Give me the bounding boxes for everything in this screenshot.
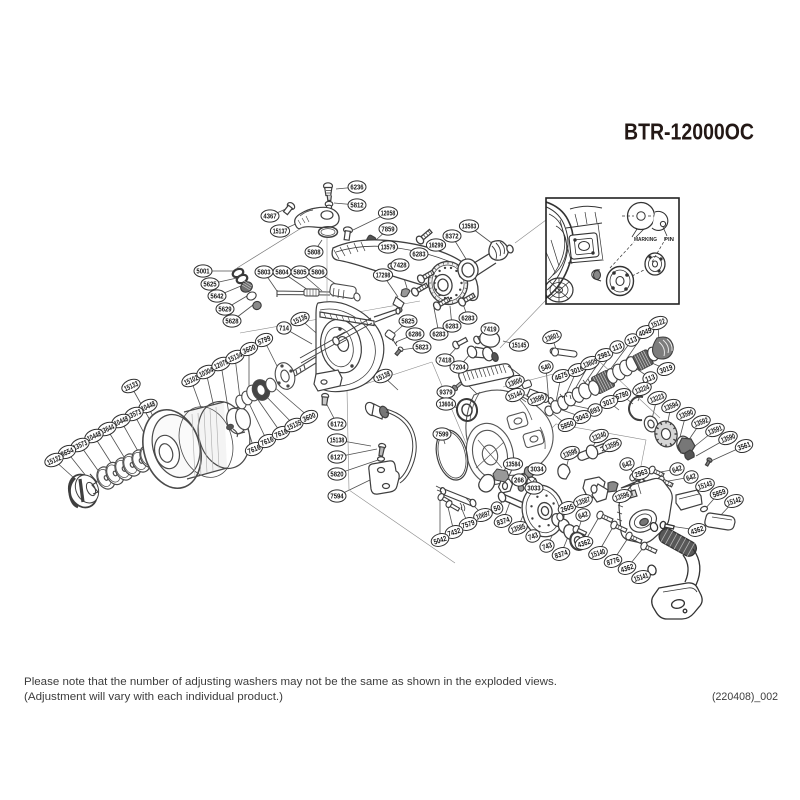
svg-text:113: 113: [626, 334, 638, 346]
svg-text:2963: 2963: [633, 467, 648, 480]
svg-text:3043: 3043: [574, 411, 589, 424]
svg-text:6286: 6286: [408, 330, 421, 339]
svg-text:(Adjustment will vary with eac: (Adjustment will vary with each individu…: [24, 691, 283, 703]
svg-text:MARKING: MARKING: [634, 237, 657, 243]
svg-text:15140: 15140: [590, 547, 607, 560]
svg-text:5805: 5805: [293, 268, 307, 277]
svg-text:5850: 5850: [559, 419, 574, 432]
svg-text:7579: 7579: [460, 518, 475, 531]
svg-text:4362: 4362: [689, 524, 704, 537]
svg-text:5001: 5001: [196, 267, 210, 276]
svg-text:642: 642: [685, 471, 697, 483]
svg-text:3017: 3017: [601, 396, 616, 409]
svg-text:540: 540: [540, 361, 552, 373]
svg-text:642: 642: [671, 463, 683, 475]
svg-text:7599: 7599: [435, 430, 448, 439]
svg-text:9379: 9379: [439, 388, 452, 397]
svg-text:6283: 6283: [412, 250, 425, 259]
svg-text:PIN: PIN: [664, 237, 674, 243]
svg-text:10697: 10697: [475, 509, 492, 522]
svg-text:7859: 7859: [381, 225, 394, 234]
svg-text:13596: 13596: [614, 490, 631, 503]
svg-text:5820: 5820: [330, 470, 343, 479]
svg-text:743: 743: [527, 530, 539, 542]
svg-text:3561: 3561: [736, 439, 752, 452]
svg-text:BTR-12000OC: BTR-12000OC: [624, 119, 754, 145]
svg-text:5625: 5625: [203, 280, 217, 289]
svg-text:13587: 13587: [575, 495, 592, 508]
svg-text:8776: 8776: [605, 555, 620, 568]
svg-text:5042: 5042: [432, 534, 447, 547]
svg-text:13583: 13583: [462, 222, 477, 231]
svg-text:6283: 6283: [445, 322, 458, 331]
svg-text:7204: 7204: [452, 363, 466, 372]
svg-text:3019: 3019: [658, 363, 673, 376]
svg-text:4362: 4362: [576, 537, 591, 550]
svg-text:2605: 2605: [559, 502, 575, 515]
svg-text:5812: 5812: [350, 201, 363, 210]
svg-text:8374: 8374: [553, 548, 569, 561]
svg-text:743: 743: [541, 540, 553, 552]
svg-text:8374: 8374: [495, 515, 511, 528]
svg-text:4367: 4367: [263, 212, 276, 221]
svg-text:13584: 13584: [506, 460, 521, 469]
svg-text:5803: 5803: [257, 268, 270, 277]
svg-text:5859: 5859: [711, 487, 726, 500]
svg-text:7594: 7594: [330, 492, 344, 501]
svg-text:2981: 2981: [596, 348, 612, 361]
svg-text:266: 266: [514, 476, 524, 485]
svg-text:6236: 6236: [350, 183, 363, 192]
svg-text:714: 714: [279, 324, 290, 333]
svg-text:6283: 6283: [432, 330, 445, 339]
svg-text:7428: 7428: [393, 261, 406, 270]
svg-text:15141: 15141: [633, 570, 650, 583]
svg-text:7418: 7418: [438, 356, 451, 365]
svg-text:12058: 12058: [381, 209, 396, 218]
svg-text:113: 113: [611, 341, 623, 353]
svg-text:5804: 5804: [275, 268, 289, 277]
svg-text:(220408)_002: (220408)_002: [712, 691, 778, 703]
svg-text:15138: 15138: [330, 436, 345, 445]
svg-text:5823: 5823: [415, 343, 428, 352]
svg-text:13579: 13579: [381, 243, 396, 252]
svg-text:6780: 6780: [614, 389, 629, 402]
svg-text:642: 642: [577, 509, 589, 521]
svg-text:15145: 15145: [512, 341, 527, 350]
svg-text:13604: 13604: [439, 400, 454, 409]
svg-text:3033: 3033: [527, 484, 540, 493]
svg-text:113: 113: [644, 372, 656, 384]
svg-text:15137: 15137: [273, 227, 288, 236]
svg-text:4049: 4049: [637, 326, 652, 339]
svg-text:642: 642: [621, 458, 633, 470]
svg-text:8372: 8372: [445, 232, 458, 241]
svg-text:5806: 5806: [311, 268, 324, 277]
svg-text:4675: 4675: [553, 369, 569, 382]
svg-text:6172: 6172: [330, 420, 343, 429]
svg-text:5825: 5825: [401, 317, 415, 326]
svg-text:5629: 5629: [218, 305, 231, 314]
svg-text:5628: 5628: [225, 317, 238, 326]
svg-text:15142: 15142: [726, 495, 743, 508]
svg-text:17298: 17298: [376, 271, 391, 280]
svg-text:4362: 4362: [619, 562, 634, 575]
svg-text:5642: 5642: [210, 292, 223, 301]
svg-text:693: 693: [589, 404, 601, 416]
svg-text:5808: 5808: [307, 248, 320, 257]
svg-text:Please note that the number of: Please note that the number of adjusting…: [24, 676, 557, 688]
svg-text:50: 50: [492, 503, 501, 514]
svg-text:3034: 3034: [530, 465, 544, 474]
svg-text:6127: 6127: [330, 453, 343, 462]
svg-text:16299: 16299: [429, 241, 444, 250]
svg-text:15143: 15143: [697, 479, 714, 492]
svg-text:7419: 7419: [483, 325, 496, 334]
svg-text:13585: 13585: [510, 521, 527, 534]
svg-text:6283: 6283: [461, 314, 474, 323]
svg-text:7432: 7432: [446, 526, 461, 539]
